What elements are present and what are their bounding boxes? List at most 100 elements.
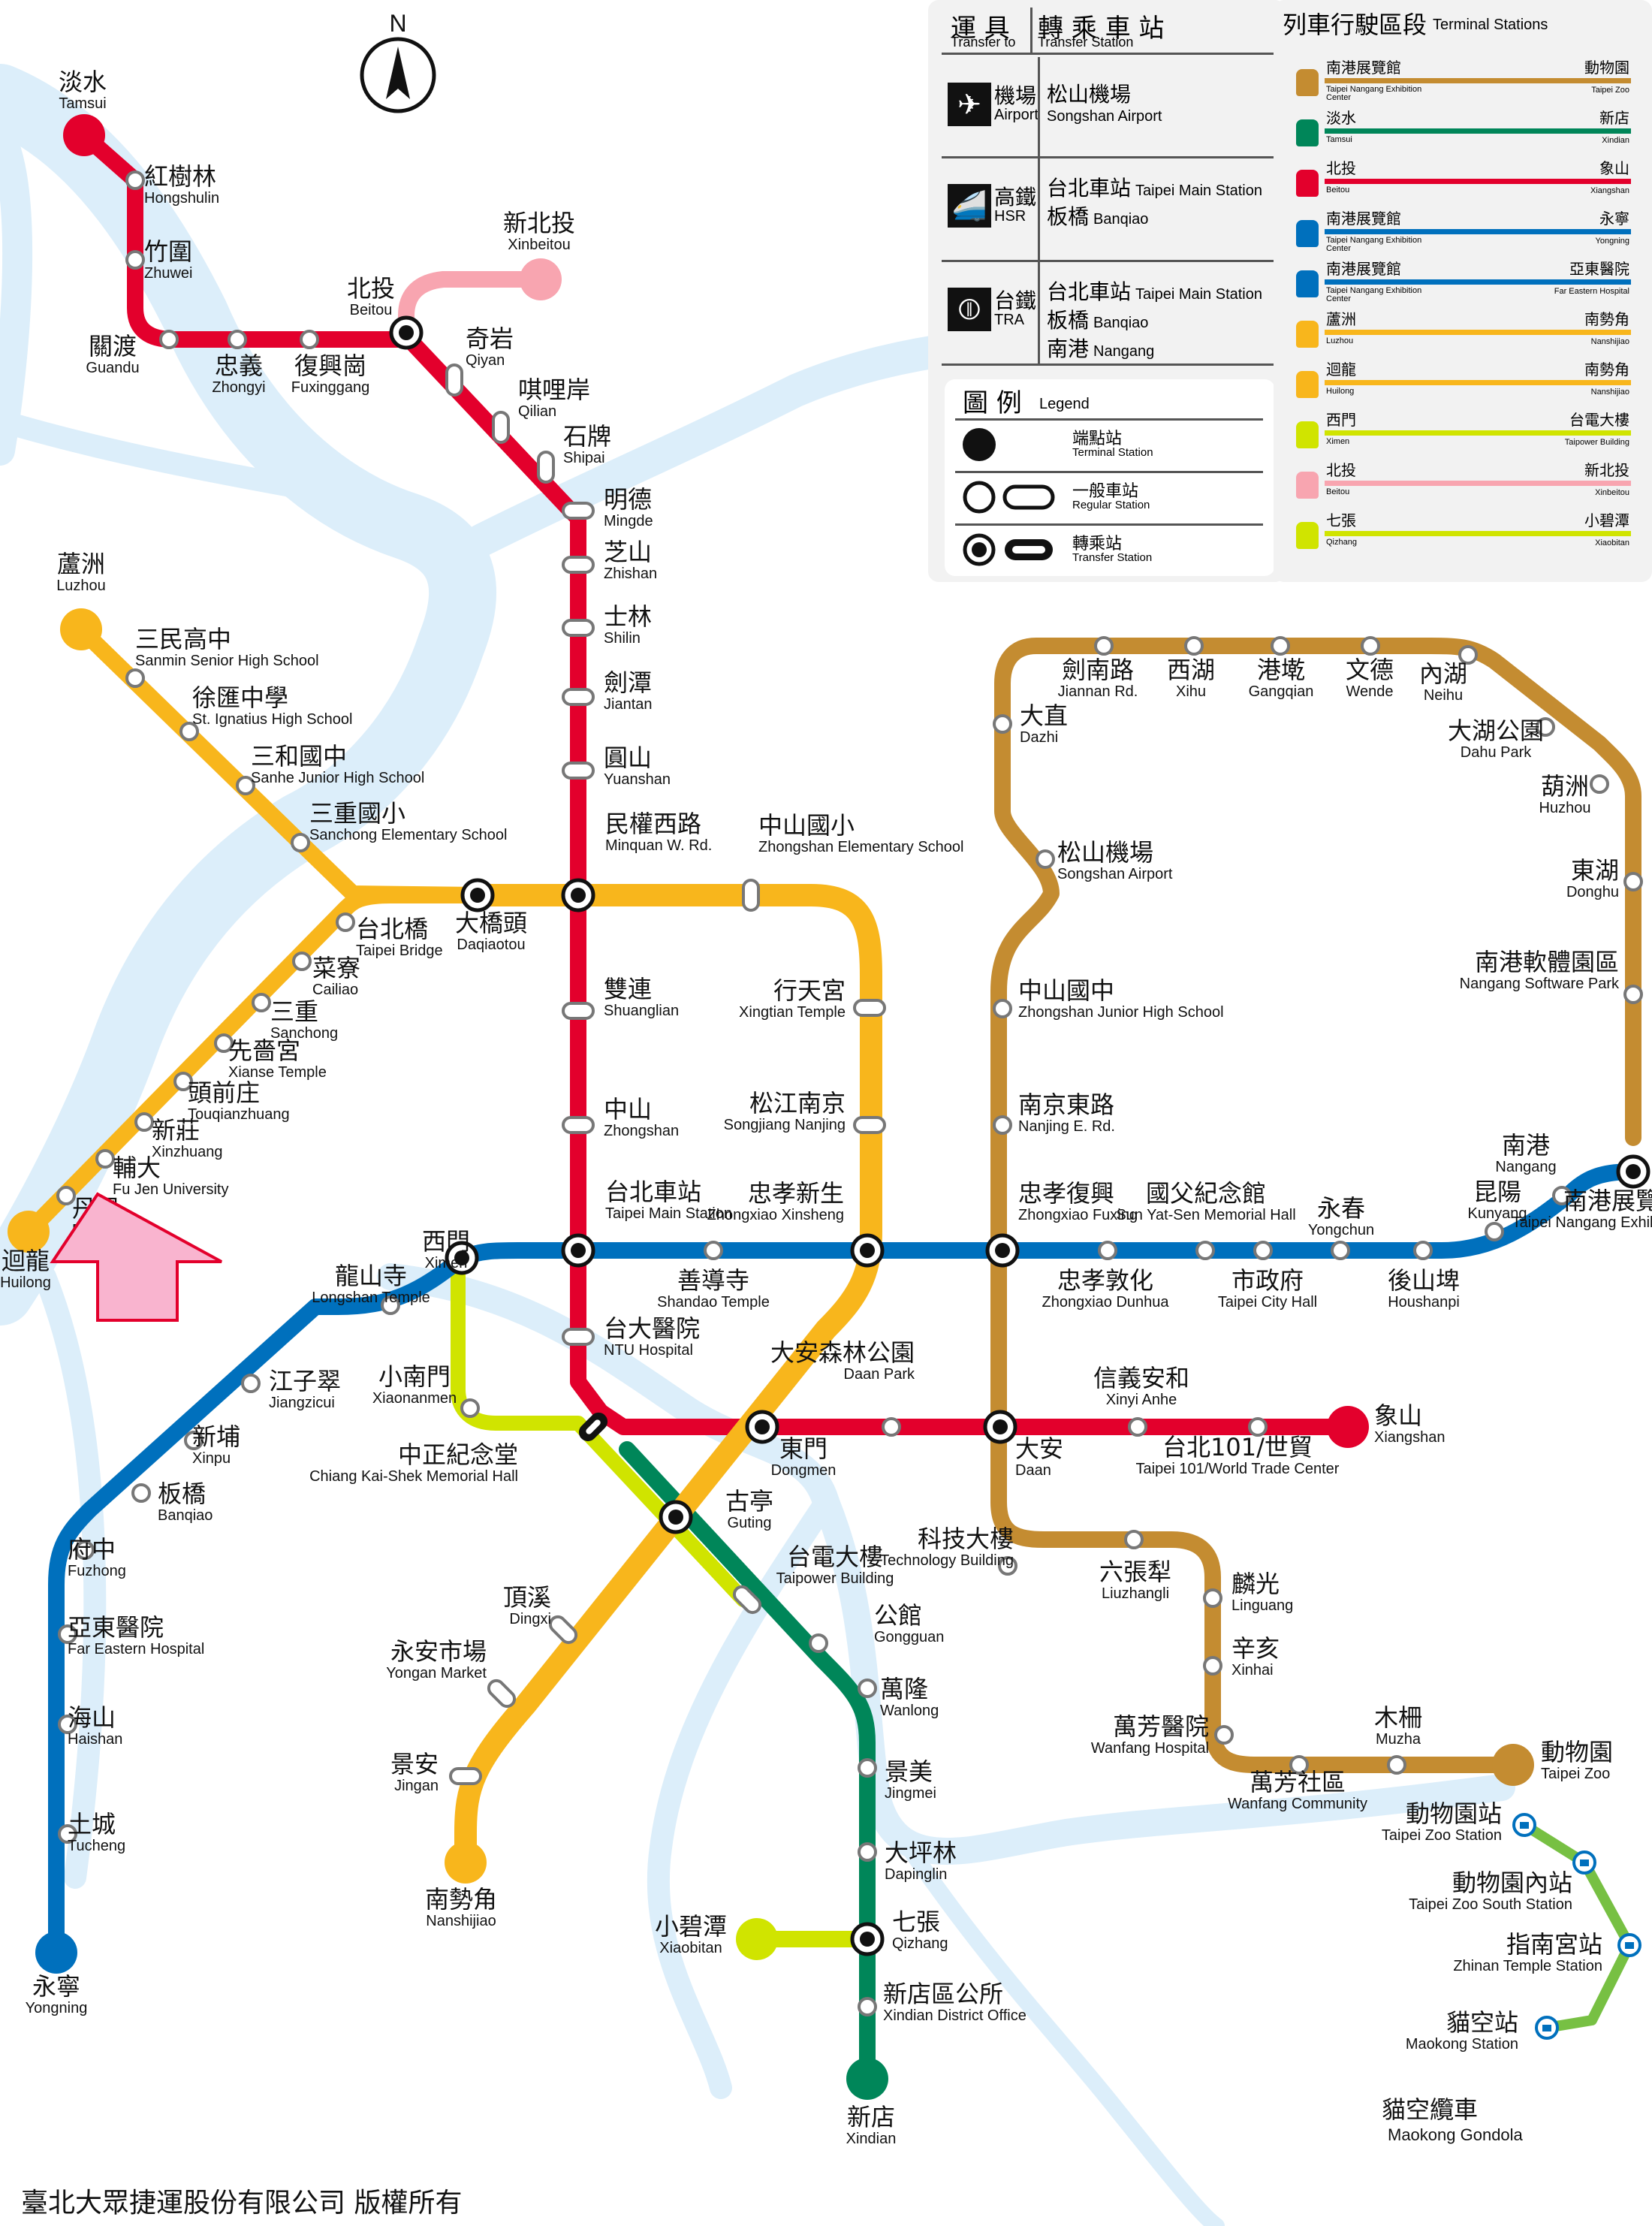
station-marker[interactable]	[998, 1556, 1017, 1576]
station-marker[interactable]	[1590, 774, 1609, 794]
station-marker[interactable]	[336, 912, 355, 932]
station-marker[interactable]	[236, 776, 255, 795]
station-xinpu[interactable]	[184, 1431, 203, 1450]
station-marker[interactable]	[179, 722, 199, 741]
station-marker[interactable]	[173, 1072, 193, 1091]
station-zhinan-temple-station[interactable]	[1617, 1933, 1641, 1957]
station-marker[interactable]	[562, 1002, 595, 1020]
station-nanjing-e-rd[interactable]	[993, 1115, 1012, 1135]
station-qizhang[interactable]	[850, 1922, 885, 1956]
station-marker[interactable]	[1094, 636, 1114, 656]
station-minquan-w-rd[interactable]	[561, 878, 595, 912]
station-marker[interactable]	[1184, 636, 1204, 656]
station-marker[interactable]	[134, 1112, 154, 1132]
station-daan-park[interactable]	[882, 1417, 901, 1437]
station-marker[interactable]	[1485, 1222, 1504, 1241]
station-xinyi-anhe[interactable]	[1128, 1417, 1147, 1437]
station-taipower-building[interactable]	[731, 1584, 763, 1615]
station-jiangzicui[interactable]	[241, 1374, 261, 1393]
station-marker[interactable]	[214, 1033, 234, 1053]
station-marker[interactable]	[731, 1584, 763, 1615]
station-marker[interactable]	[460, 1398, 480, 1418]
station-marker[interactable]	[58, 1715, 77, 1734]
station-marker[interactable]	[993, 1115, 1012, 1135]
station-far-eastern-hospital[interactable]	[58, 1624, 77, 1644]
station-marker[interactable]	[1458, 645, 1478, 665]
station-shandao-temple[interactable]	[704, 1241, 723, 1260]
station-marker[interactable]	[853, 999, 886, 1017]
station-xihu[interactable]	[1184, 636, 1204, 656]
station-marker[interactable]	[853, 1116, 886, 1134]
station-dazhi[interactable]	[993, 714, 1012, 734]
station-xianse-temple[interactable]	[214, 1033, 234, 1053]
station-marker[interactable]	[537, 451, 555, 484]
station-zhuwei[interactable]	[125, 250, 145, 270]
station-ntu-hospital[interactable]	[562, 1328, 595, 1346]
station-marker[interactable]	[1327, 1406, 1369, 1448]
station-dingxi[interactable]	[547, 1614, 579, 1645]
station-taipei-zoo-station[interactable]	[1512, 1813, 1536, 1837]
station-marker[interactable]	[1289, 1755, 1309, 1775]
station-marker[interactable]	[562, 762, 595, 780]
station-songjiang-nanjing[interactable]	[853, 1116, 886, 1134]
station-marker[interactable]	[8, 1211, 50, 1253]
station-st-ignatius-high-school[interactable]	[179, 722, 199, 741]
station-marker[interactable]	[993, 999, 1012, 1018]
station-marker[interactable]	[562, 556, 595, 574]
station-technology-building[interactable]	[998, 1556, 1017, 1576]
station-xindian-district-office[interactable]	[858, 1997, 877, 2016]
station-marker[interactable]	[125, 668, 145, 688]
station-marker[interactable]	[292, 952, 312, 971]
station-marker[interactable]	[449, 1767, 482, 1785]
station-taipei-nangang-exhibition-center[interactable]	[1616, 1154, 1650, 1189]
station-gangqian[interactable]	[1271, 636, 1290, 656]
station-marker[interactable]	[742, 879, 760, 912]
station-marker[interactable]	[1617, 1933, 1641, 1957]
station-zhongyi[interactable]	[228, 330, 247, 349]
station-marker[interactable]	[1512, 1813, 1536, 1837]
station-beitou[interactable]	[389, 315, 424, 350]
station-marker[interactable]	[1203, 1588, 1222, 1608]
station-sanchong[interactable]	[252, 993, 271, 1012]
station-marker[interactable]	[131, 1483, 151, 1503]
station-fuxinggang[interactable]	[300, 330, 319, 349]
station-danfeng[interactable]	[56, 1186, 76, 1205]
station-cailiao[interactable]	[292, 952, 312, 971]
station-zhongxiao-dunhua[interactable]	[1098, 1241, 1117, 1260]
station-yongan-market[interactable]	[486, 1678, 517, 1709]
station-marker[interactable]	[1214, 1725, 1234, 1745]
station-marker[interactable]	[125, 170, 145, 190]
station-marker[interactable]	[562, 1116, 595, 1134]
station-marker[interactable]	[985, 1233, 1020, 1268]
station-marker[interactable]	[486, 1678, 517, 1709]
station-dongmen[interactable]	[745, 1410, 779, 1444]
station-marker[interactable]	[1623, 985, 1643, 1004]
station-marker[interactable]	[492, 411, 510, 444]
station-marker[interactable]	[1036, 849, 1055, 869]
station-maokong-station[interactable]	[1535, 2016, 1559, 2040]
station-dahu-park[interactable]	[1536, 717, 1555, 737]
station-chiang-kai-shek-memorial-hall[interactable]	[577, 1411, 609, 1443]
station-marker[interactable]	[858, 1758, 877, 1778]
station-marker[interactable]	[1248, 1417, 1268, 1437]
station-marker[interactable]	[1572, 1850, 1596, 1875]
station-wanfang-hospital[interactable]	[1214, 1725, 1234, 1745]
station-marker[interactable]	[736, 1918, 778, 1960]
station-hongshulin[interactable]	[125, 170, 145, 190]
station-marker[interactable]	[95, 1149, 115, 1169]
station-marker[interactable]	[520, 258, 562, 300]
station-marker[interactable]	[1203, 1656, 1222, 1676]
station-wende[interactable]	[1361, 636, 1380, 656]
station-jingmei[interactable]	[858, 1758, 877, 1778]
station-marker[interactable]	[1124, 1530, 1144, 1549]
station-marker[interactable]	[850, 1922, 885, 1956]
station-marker[interactable]	[389, 315, 424, 350]
station-songshan-airport[interactable]	[1036, 849, 1055, 869]
station-xiangshan[interactable]	[1327, 1406, 1369, 1448]
station-marker[interactable]	[1195, 1241, 1215, 1260]
station-marker[interactable]	[75, 1540, 95, 1560]
station-marker[interactable]	[291, 833, 310, 852]
station-marker[interactable]	[809, 1633, 828, 1653]
station-xinzhuang[interactable]	[134, 1112, 154, 1132]
station-xiaobitan[interactable]	[736, 1918, 778, 1960]
